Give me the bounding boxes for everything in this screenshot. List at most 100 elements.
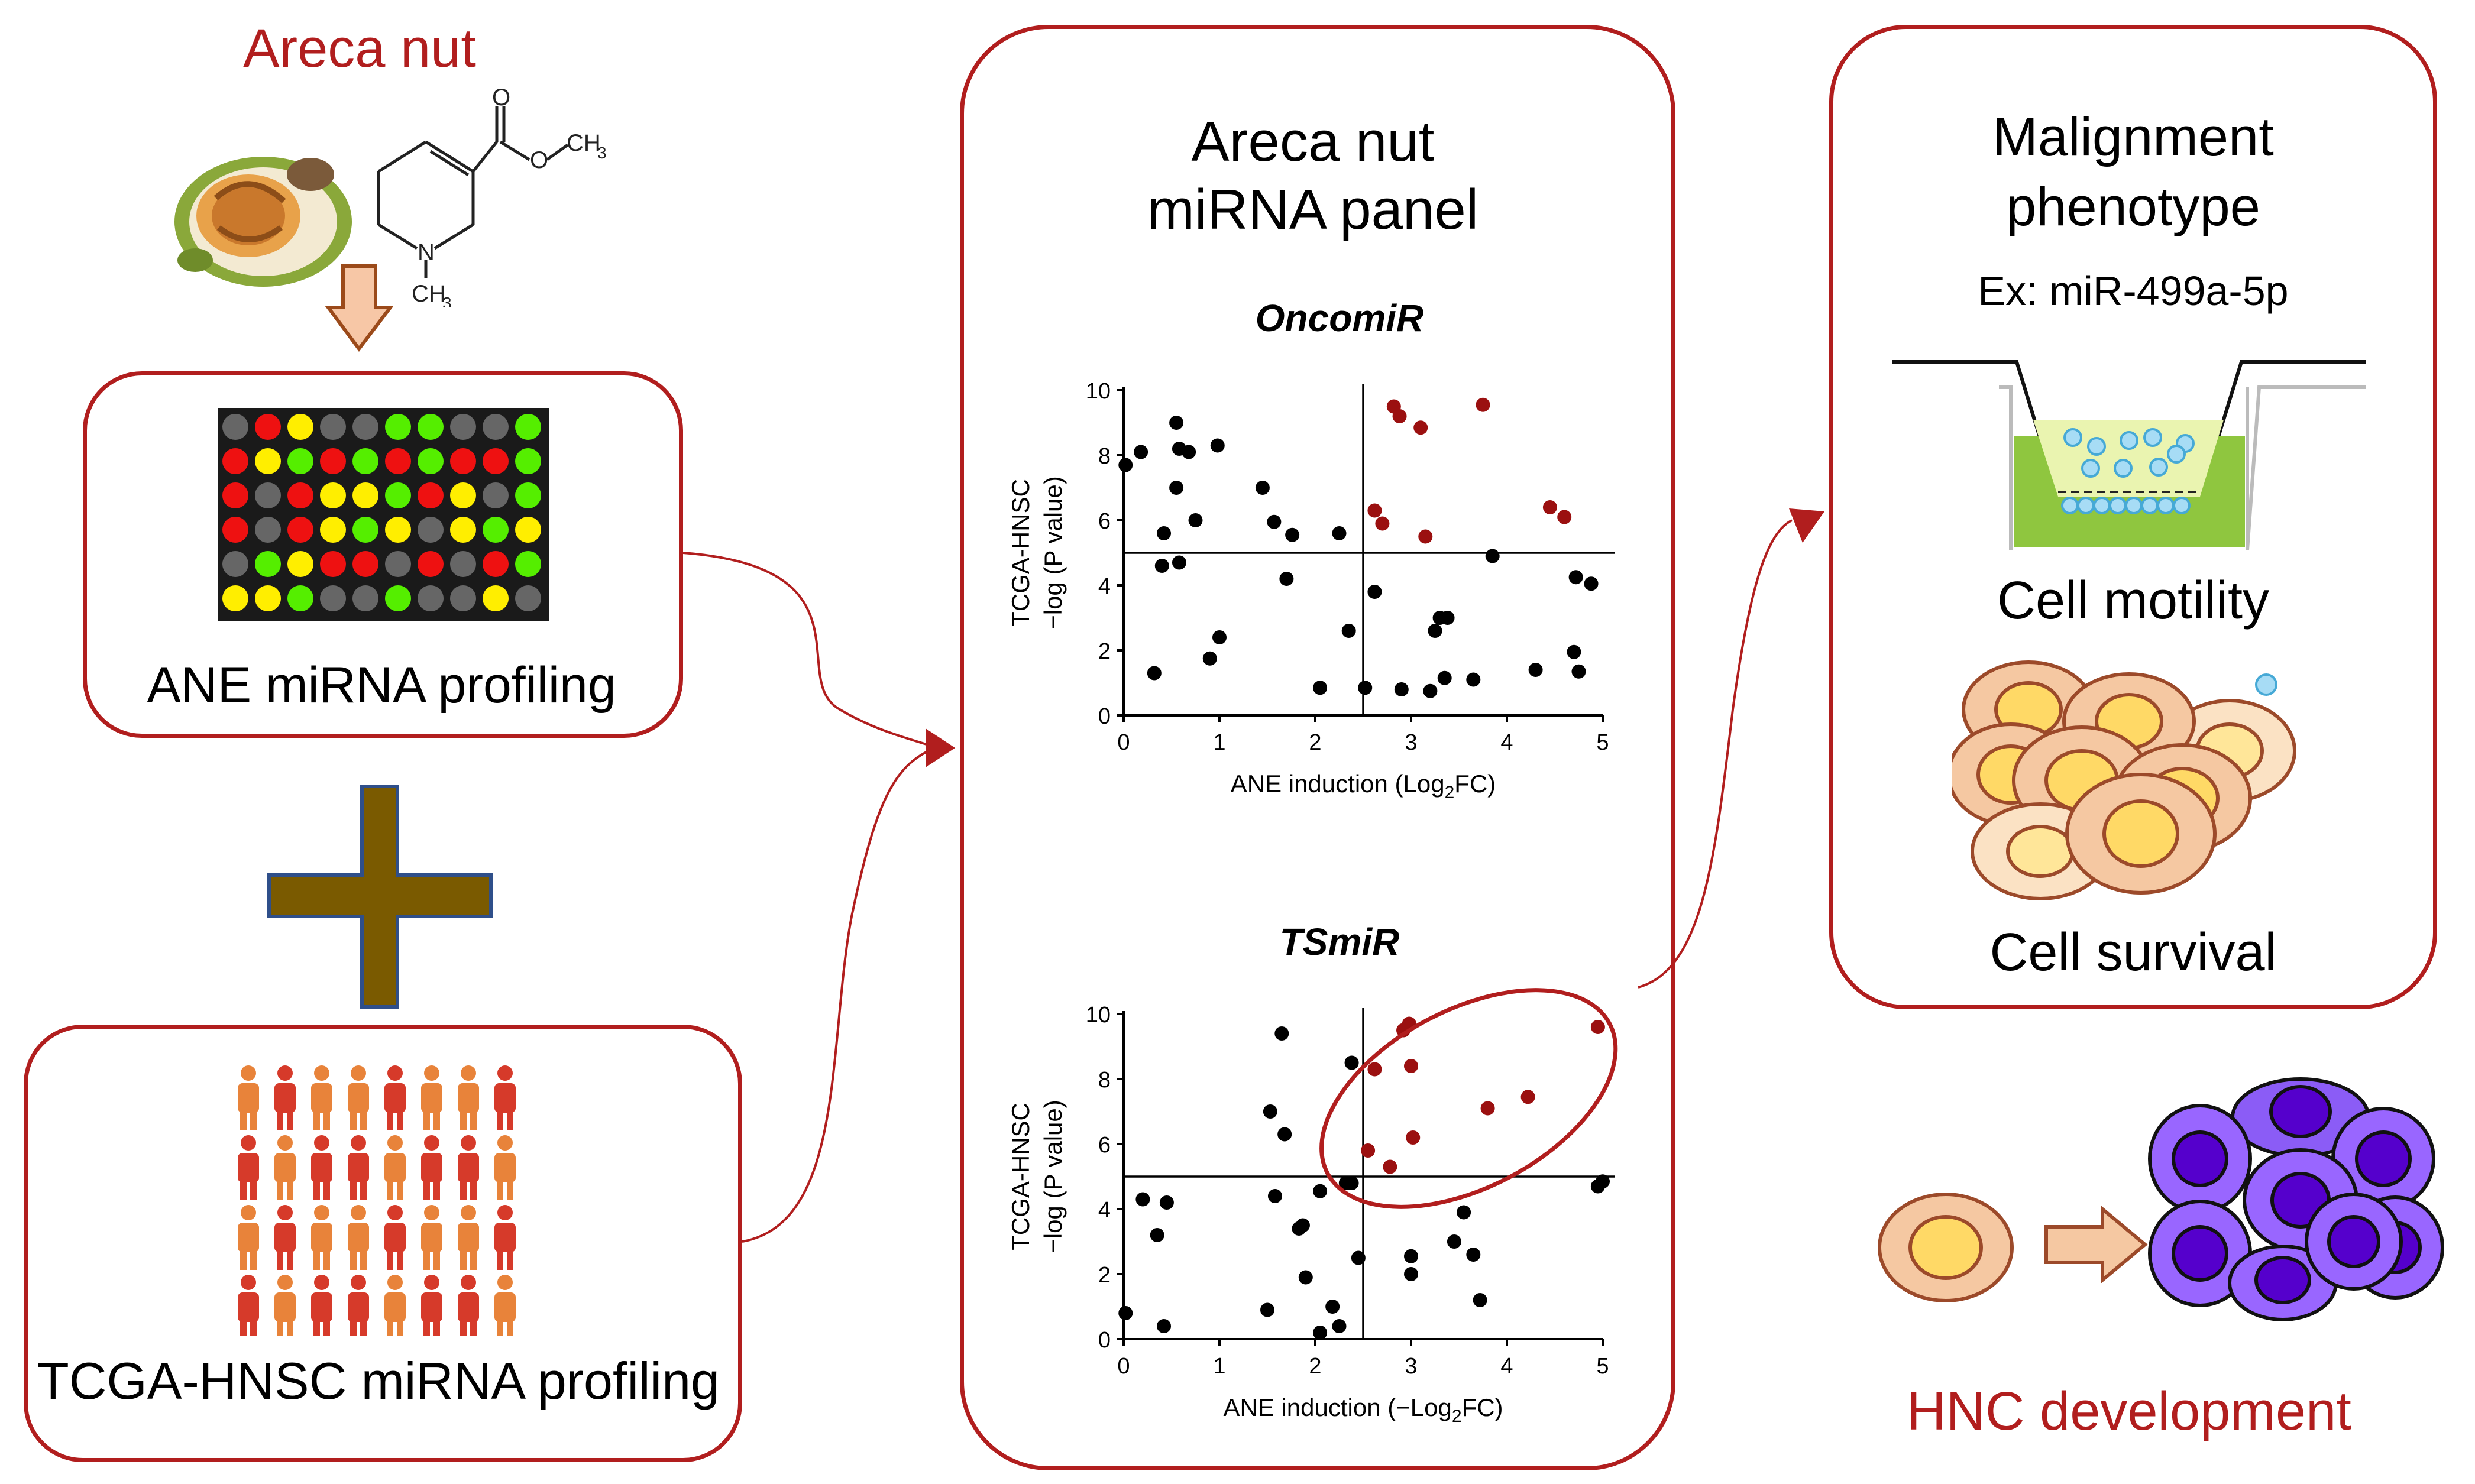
microarray-background (218, 408, 549, 621)
microarray-spot (385, 551, 411, 577)
microarray-spot (320, 517, 346, 543)
data-point (1157, 526, 1172, 540)
data-point (1135, 1192, 1150, 1207)
data-point (1375, 516, 1390, 531)
data-point (1473, 1293, 1487, 1307)
y-axis-label-line2: −log (P value) (1039, 476, 1067, 630)
data-point (1182, 445, 1196, 459)
microarray-spot (515, 448, 541, 474)
cell-motility-label: Cell motility (1997, 571, 2270, 630)
microarray-spot (352, 585, 378, 611)
y-axis-label-line1: TCGA-HNSC (1007, 479, 1034, 627)
data-point (1267, 1189, 1282, 1203)
person-icon (348, 1275, 369, 1336)
microarray-spot (483, 517, 509, 543)
y-tick-label: 8 (1098, 444, 1111, 469)
data-point (1147, 666, 1162, 681)
data-point (1542, 500, 1557, 514)
chart-title: OncomiR (1256, 297, 1423, 339)
y-tick-label: 0 (1098, 1328, 1111, 1353)
data-point (1172, 555, 1186, 570)
data-point (1157, 1319, 1172, 1333)
microarray-spot (255, 585, 281, 611)
hnc-development-label: HNC development (1907, 1381, 2351, 1441)
microarray-spot (515, 585, 541, 611)
microarray-spot (320, 414, 346, 440)
person-icon (421, 1275, 442, 1336)
microarray-spot (320, 482, 346, 508)
x-tick-label: 3 (1405, 730, 1417, 755)
data-point (1440, 611, 1455, 625)
chem-label-ch-bottom: CH (412, 281, 446, 307)
microarray-spot (352, 551, 378, 577)
microarray-image (218, 408, 549, 621)
y-tick-label: 10 (1086, 379, 1111, 404)
microarray-spot (418, 448, 444, 474)
person-icon (274, 1275, 296, 1336)
microarray-spot (450, 551, 476, 577)
microarray-spot (352, 448, 378, 474)
microarray-spot (222, 414, 248, 440)
microarray-spot (287, 551, 313, 577)
data-point (1457, 1205, 1471, 1220)
y-axis-label-line1: TCGA-HNSC (1007, 1103, 1034, 1250)
data-point (1118, 1306, 1133, 1320)
chem-label-o-carbonyl: O (492, 89, 510, 111)
data-point (1584, 576, 1599, 591)
person-icon (384, 1065, 406, 1130)
microarray-spot (483, 414, 509, 440)
x-axis-label: ANE induction (Log2FC) (1231, 770, 1496, 802)
data-point (1367, 1062, 1382, 1077)
data-point (1150, 1228, 1164, 1242)
chem-label-ch-top: CH (567, 130, 601, 156)
data-point (1437, 670, 1452, 685)
data-point (1325, 1300, 1340, 1314)
person-icon (458, 1205, 479, 1270)
data-point (1313, 681, 1328, 695)
data-point (1571, 664, 1586, 679)
data-point (1263, 1104, 1277, 1119)
data-point (1590, 1020, 1605, 1034)
data-point (1332, 526, 1347, 540)
data-point (1476, 397, 1490, 412)
x-tick-label: 4 (1500, 730, 1513, 755)
data-point (1418, 529, 1433, 544)
data-point (1274, 1026, 1289, 1041)
arecoline-structure: O O CH 3 N CH 3 (377, 89, 607, 307)
right-arrow-icon (2044, 1206, 2148, 1283)
x-tick-label: 4 (1500, 1354, 1513, 1379)
microarray-spot (483, 448, 509, 474)
data-point (1392, 409, 1407, 423)
microarray-spot (515, 517, 541, 543)
data-point (1383, 1159, 1397, 1174)
data-point (1568, 570, 1583, 585)
microarray-spot (418, 414, 444, 440)
x-tick-label: 5 (1596, 730, 1609, 755)
microarray-spot (385, 517, 411, 543)
plus-icon (267, 785, 493, 1009)
data-point (1210, 438, 1225, 453)
data-point (1118, 458, 1133, 472)
data-point (1255, 481, 1270, 495)
data-point (1358, 681, 1373, 695)
phenotype-title-line2: phenotype (2006, 177, 2260, 237)
person-icon (384, 1275, 406, 1336)
areca-nut-title: Areca nut (243, 18, 476, 79)
microarray-spot (450, 517, 476, 543)
microarray-spot (255, 482, 281, 508)
microarray-spot (222, 517, 248, 543)
arrowhead-icon (926, 728, 955, 767)
person-icon (421, 1135, 442, 1200)
person-icon (238, 1135, 259, 1200)
data-point (1404, 1059, 1418, 1073)
microarray-spot (255, 551, 281, 577)
areca-nut-image (174, 157, 352, 287)
person-icon (311, 1275, 332, 1336)
x-tick-label: 1 (1213, 1354, 1225, 1379)
phenotype-title-line1: Malignment (1992, 107, 2274, 167)
data-point (1351, 1250, 1366, 1265)
data-point (1188, 513, 1203, 527)
microarray-spot (385, 585, 411, 611)
